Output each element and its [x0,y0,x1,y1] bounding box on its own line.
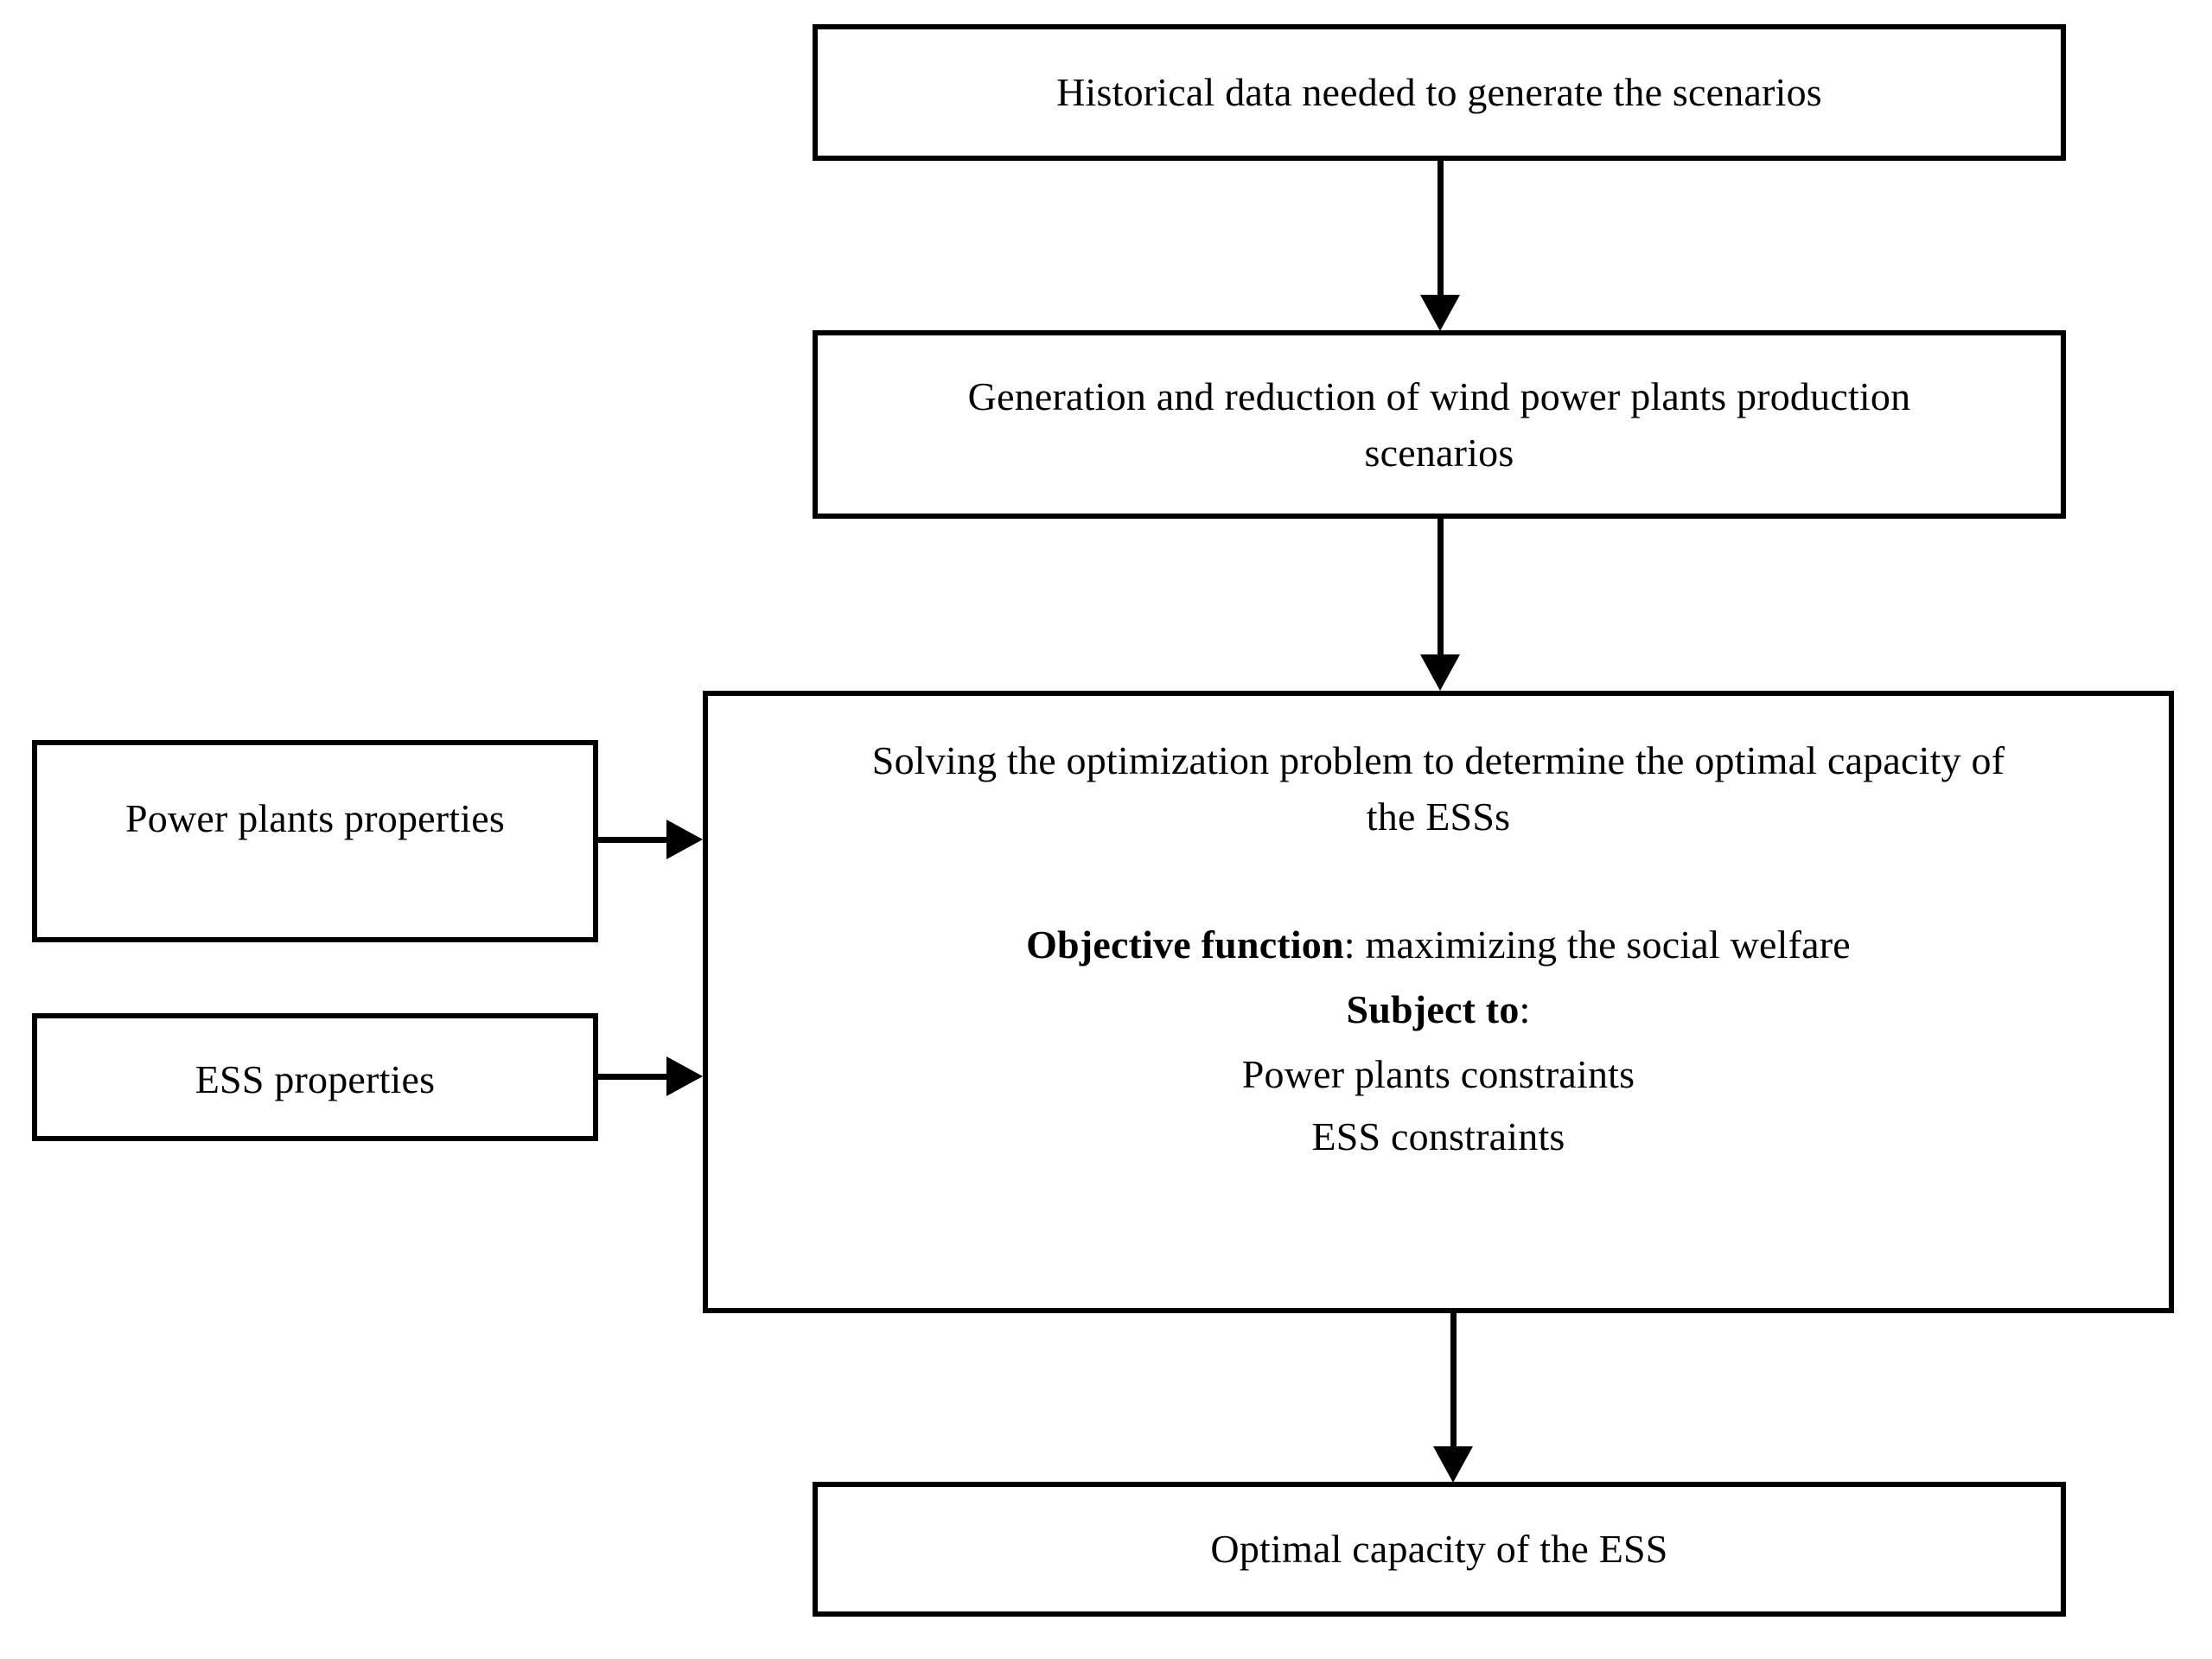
connector-optimization-to-result-line [1450,1313,1457,1448]
connector-essprops-to-optimization-line [598,1074,676,1080]
node-ess-properties-label: ESS properties [194,1057,436,1101]
node-power-plants-properties: Power plants properties [32,740,598,942]
node-optimization-problem: Solving the optimization problem to dete… [703,691,2174,1313]
node-historical-data: Historical data needed to generate the s… [813,24,2066,161]
constraint-ess: ESS constraints [1311,1113,1565,1158]
node-power-plants-properties-label: Power plants properties [125,796,505,840]
node-scenario-generation-line1: Generation and reduction of wind power p… [967,373,1911,418]
arrow-down-icon-optimization-to-result [1433,1446,1473,1483]
objective-function-row: Objective function: maximizing the socia… [708,916,2169,973]
node-optimization-header: Solving the optimization problem to dete… [708,732,2169,845]
node-optimization-head-line1: Solving the optimization problem to dete… [871,738,2005,782]
objective-function-label: Objective function [1026,922,1344,967]
connector-historical-to-scenarios-line [1437,161,1444,297]
node-scenario-generation: Generation and reduction of wind power p… [813,330,2066,519]
node-optimal-capacity-result: Optimal capacity of the ESS [813,1482,2066,1617]
subject-to-row: Subject to: [708,981,2169,1037]
objective-function-value: : maximizing the social welfare [1343,922,1851,967]
node-optimization-body: Objective function: maximizing the socia… [708,916,2169,1170]
connector-powerplants-to-optimization-line [598,837,676,843]
node-scenario-generation-line2: scenarios [1364,431,1514,475]
node-ess-properties: ESS properties [32,1013,598,1141]
subject-to-suffix: : [1519,986,1531,1031]
connector-scenarios-to-optimization-line [1437,519,1444,655]
node-historical-data-label: Historical data needed to generate the s… [1056,70,1822,115]
arrow-down-icon-scenarios-to-optimization [1420,654,1460,691]
constraint-power-plants: Power plants constraints [1241,1052,1635,1097]
arrow-right-icon-powerplants-to-optimization [666,820,703,859]
node-optimization-head-line2: the ESSs [1366,794,1511,839]
arrow-down-icon-historical-to-scenarios [1420,295,1460,331]
arrow-right-icon-essprops-to-optimization [666,1056,703,1096]
node-optimal-capacity-result-label: Optimal capacity of the ESS [1210,1527,1668,1572]
subject-to-label: Subject to [1346,986,1520,1031]
